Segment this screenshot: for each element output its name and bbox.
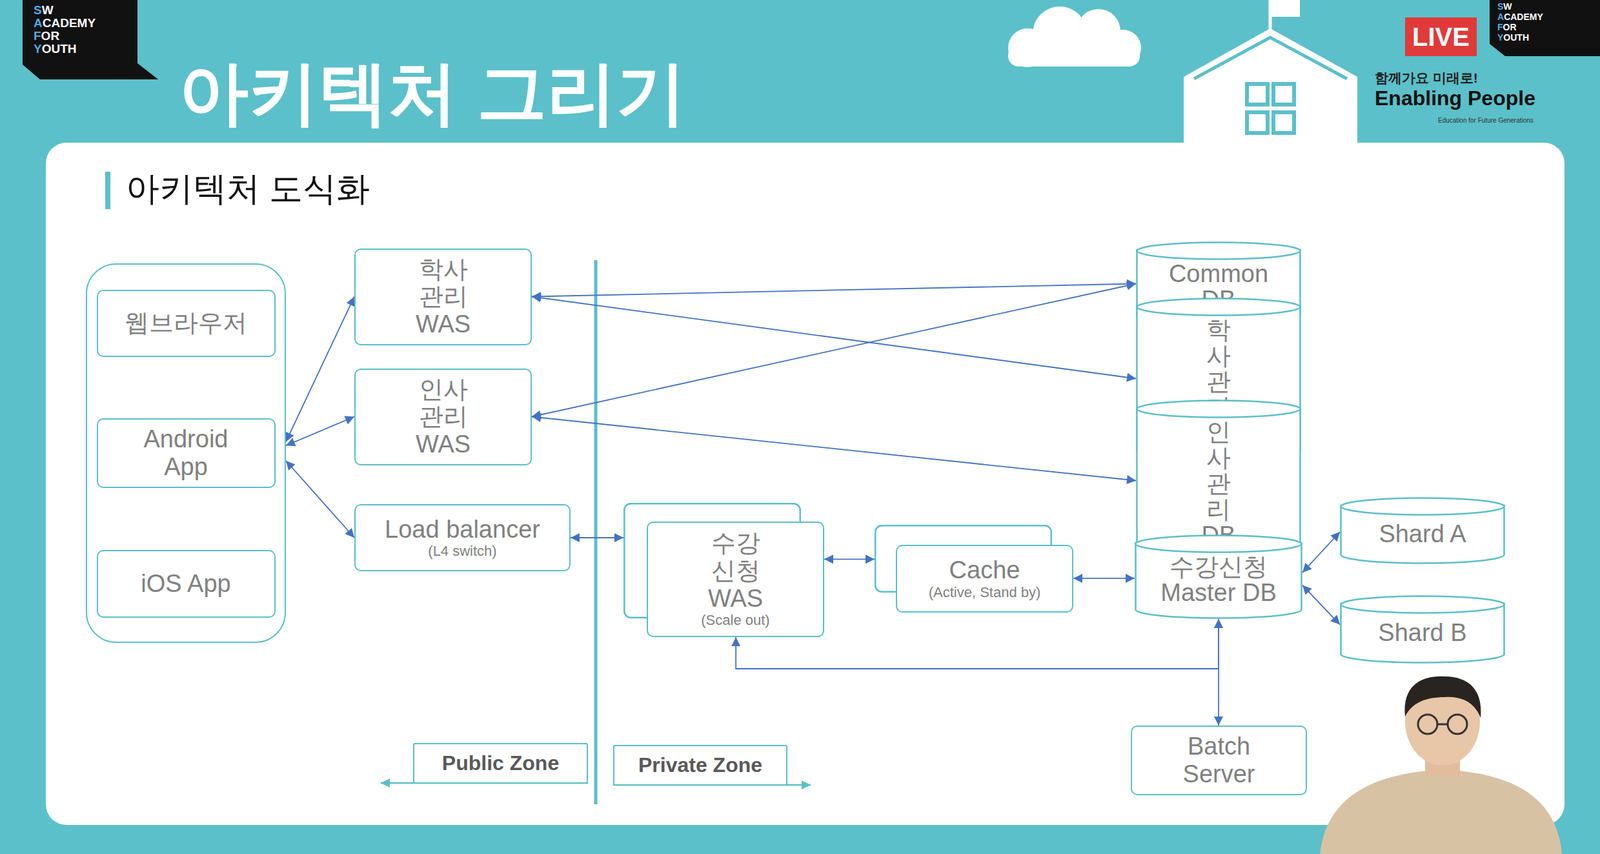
load-balancer-box: Load balancer(L4 switch) xyxy=(354,504,571,572)
connector-arrow xyxy=(531,283,1136,297)
logo-text: YOUTH xyxy=(1497,32,1530,42)
section-heading: 아키텍처 도식화 xyxy=(125,171,370,206)
client-box: iOS App xyxy=(96,549,276,618)
server-box: Batch Server xyxy=(1130,725,1307,796)
box-subtext: (L4 switch) xyxy=(427,542,497,560)
connector-arrow xyxy=(285,416,355,446)
connector-arrow xyxy=(1302,531,1340,573)
content-panel xyxy=(45,142,1565,825)
box-text: Android App xyxy=(143,425,229,481)
box-text: Shard B xyxy=(1377,620,1467,647)
slogan-subtext: Education for Future Generations xyxy=(1437,117,1534,124)
box-text: Private Zone xyxy=(638,753,763,778)
live-text: LIVE xyxy=(1405,23,1477,50)
connector-arrow xyxy=(531,416,1136,481)
connector-arrow xyxy=(570,536,624,539)
box-text: 수강신청 Master DB xyxy=(1144,554,1293,607)
box-text: Batch Server xyxy=(1183,732,1256,788)
cylinder-top xyxy=(1137,242,1301,260)
logo-text: FOR xyxy=(1497,22,1517,32)
slogan-text: Enabling People xyxy=(1374,87,1536,109)
box-text: Load balancer xyxy=(384,515,541,544)
logo-text: SW xyxy=(1497,1,1513,11)
cylinder-top xyxy=(1137,400,1301,418)
logo-text: FOR xyxy=(33,29,60,42)
connector-arrow xyxy=(1302,585,1340,625)
box-text: 인사관리 DB xyxy=(1201,419,1236,548)
cylinder-top xyxy=(1341,596,1505,614)
logo-text: SW xyxy=(33,3,54,17)
logo-text: YOUTH xyxy=(33,42,77,55)
connector-arrow xyxy=(531,283,1136,417)
connector-arrow xyxy=(1073,577,1135,579)
connector-arrow xyxy=(531,296,1136,379)
slide-title: 아키텍처 그리기 xyxy=(178,58,687,128)
cylinder-body xyxy=(1137,249,1301,326)
box-subtext: (Scale out) xyxy=(700,611,770,629)
was-box: 학사관리 WAS xyxy=(354,248,532,346)
logo-badge xyxy=(22,0,159,80)
connector-arrow xyxy=(1217,618,1220,726)
client-box: 웹브라우저 xyxy=(96,289,276,357)
box-text: 웹브라우저 xyxy=(124,309,248,337)
slogan-text: 함께가요 미래로! xyxy=(1374,70,1479,85)
was-box: 수강신청 WAS(Scale out) xyxy=(646,521,825,638)
box-text: 인사관리 WAS xyxy=(415,375,471,459)
cylinder-top xyxy=(1135,535,1302,553)
zone-label-box: Private Zone xyxy=(613,744,788,786)
zone-label-box: Public Zone xyxy=(413,742,588,784)
cloud-icon xyxy=(1008,6,1142,68)
box-text: 수강신청 WAS xyxy=(708,529,763,612)
client-group: 웹브라우저 Android App iOS App xyxy=(85,263,286,643)
box-text: Shard A xyxy=(1378,521,1466,548)
database-cylinder: 수강신청 Master DB xyxy=(1134,534,1303,619)
box-text: iOS App xyxy=(140,569,231,598)
logo-text: ACADEMY xyxy=(1497,12,1544,22)
client-box: Android App xyxy=(96,418,276,488)
logo-text: ACADEMY xyxy=(33,16,96,30)
cylinder-top xyxy=(1137,298,1301,316)
cylinder-top xyxy=(1341,498,1505,516)
connector-arrow xyxy=(824,558,875,560)
connector-arrow xyxy=(285,296,355,443)
logo-badge xyxy=(1489,0,1600,57)
box-text: Public Zone xyxy=(442,751,559,776)
connector-arrow xyxy=(285,460,355,538)
presenter-figure xyxy=(1319,676,1562,854)
heading-bar xyxy=(105,171,111,210)
box-text: 학사관리 WAS xyxy=(415,255,471,339)
live-badge xyxy=(1405,17,1477,57)
zone-divider xyxy=(594,260,598,805)
box-text: Cache xyxy=(949,556,1021,585)
database-cylinder: Shard B xyxy=(1339,595,1506,664)
cache-box: Cache(Active, Stand by) xyxy=(895,544,1074,613)
cylinder-body xyxy=(1135,542,1302,619)
was-box: 인사관리 WAS xyxy=(354,368,532,466)
box-subtext: (Active, Stand by) xyxy=(928,584,1042,601)
database-cylinder: Shard A xyxy=(1339,496,1506,565)
school-house-icon xyxy=(1183,0,1358,144)
